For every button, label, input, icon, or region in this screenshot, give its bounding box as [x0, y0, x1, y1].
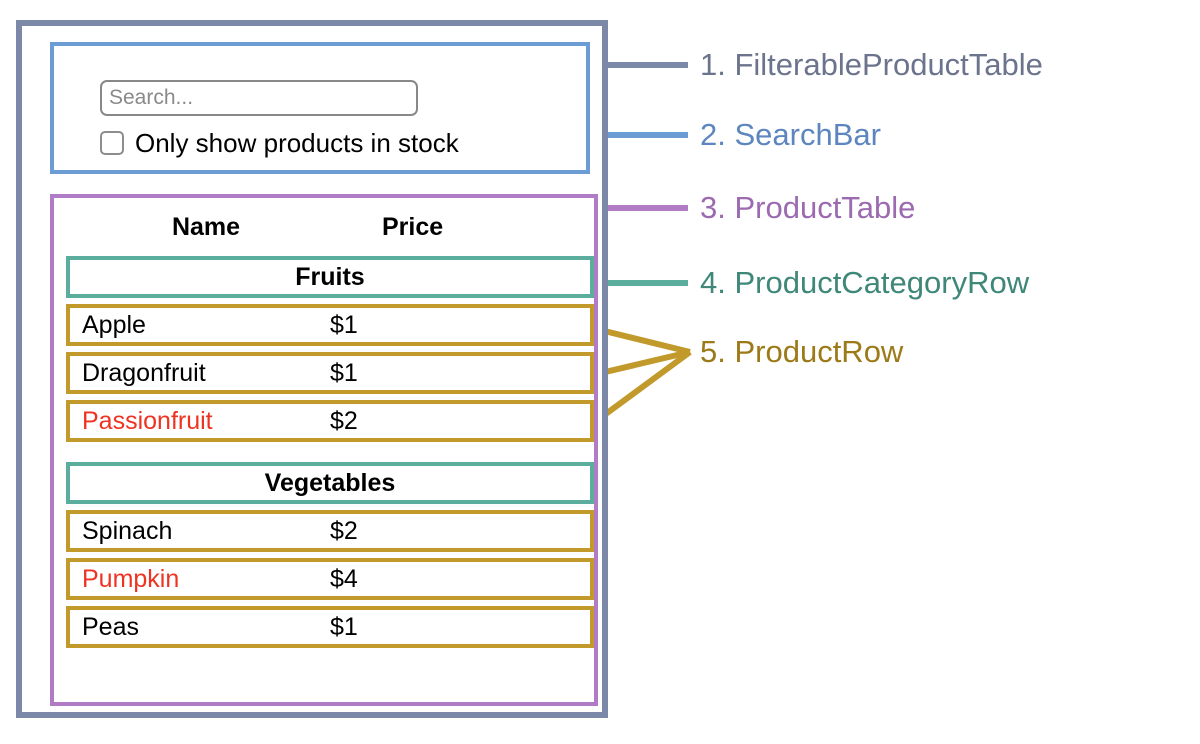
- product-name: Apple: [82, 310, 146, 339]
- product-category-label: Fruits: [295, 262, 365, 291]
- legend-item-search-bar: 2. SearchBar: [700, 117, 881, 152]
- column-header-name: Name: [171, 212, 241, 241]
- product-name: Dragonfruit: [82, 358, 206, 387]
- in-stock-filter-label: Only show products in stock: [135, 128, 459, 158]
- product-table-body: Name Price Fruits Apple $1 Dragonfruit $…: [66, 204, 594, 648]
- in-stock-filter[interactable]: Only show products in stock: [100, 130, 459, 156]
- legend-item-filterable-product-table: 1. FilterableProductTable: [700, 47, 1043, 82]
- product-name: Peas: [82, 612, 139, 641]
- search-bar-frame: Only show products in stock: [50, 42, 590, 174]
- product-row: Peas $1: [66, 606, 594, 648]
- column-header-price: Price: [382, 212, 444, 241]
- product-price: $2: [330, 516, 358, 545]
- legend-item-product-row: 5. ProductRow: [700, 334, 904, 369]
- product-price: $2: [330, 406, 358, 435]
- product-category-label: Vegetables: [264, 468, 396, 497]
- filterable-product-table-frame: Only show products in stock Name Price F…: [16, 20, 608, 718]
- search-input[interactable]: [100, 80, 418, 116]
- product-name: Pumpkin: [82, 564, 180, 593]
- product-category-row: Vegetables: [66, 462, 594, 504]
- product-category-row: Fruits: [66, 256, 594, 298]
- product-row: Passionfruit $2: [66, 400, 594, 442]
- section-spacer: [66, 442, 594, 456]
- product-row: Apple $1: [66, 304, 594, 346]
- product-row: Pumpkin $4: [66, 558, 594, 600]
- product-price: $1: [330, 358, 358, 387]
- checkbox-icon[interactable]: [100, 131, 124, 155]
- product-row: Spinach $2: [66, 510, 594, 552]
- legend-item-product-table: 3. ProductTable: [700, 190, 916, 225]
- legend-item-product-category-row: 4. ProductCategoryRow: [700, 265, 1030, 300]
- product-table-frame: Name Price Fruits Apple $1 Dragonfruit $…: [50, 194, 598, 706]
- product-price: $4: [330, 564, 358, 593]
- product-name: Passionfruit: [82, 406, 213, 435]
- product-row: Dragonfruit $1: [66, 352, 594, 394]
- product-name: Spinach: [82, 516, 173, 545]
- product-price: $1: [330, 310, 358, 339]
- product-price: $1: [330, 612, 358, 641]
- table-header-row: Name Price: [66, 204, 594, 250]
